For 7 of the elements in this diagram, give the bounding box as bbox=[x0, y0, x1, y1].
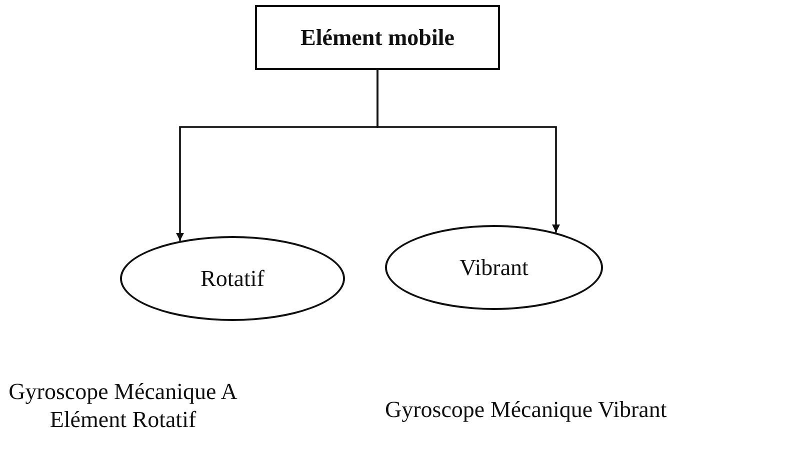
caption-text: Gyroscope Mécanique A Elément Rotatif bbox=[8, 378, 238, 434]
node-label: Vibrant bbox=[460, 254, 528, 280]
caption-text: Gyroscope Mécanique Vibrant bbox=[385, 396, 668, 424]
node-label: Rotatif bbox=[200, 266, 264, 292]
process-box bbox=[255, 5, 500, 70]
arrow bbox=[376, 70, 560, 233]
node-label: Elément mobile bbox=[300, 24, 454, 50]
